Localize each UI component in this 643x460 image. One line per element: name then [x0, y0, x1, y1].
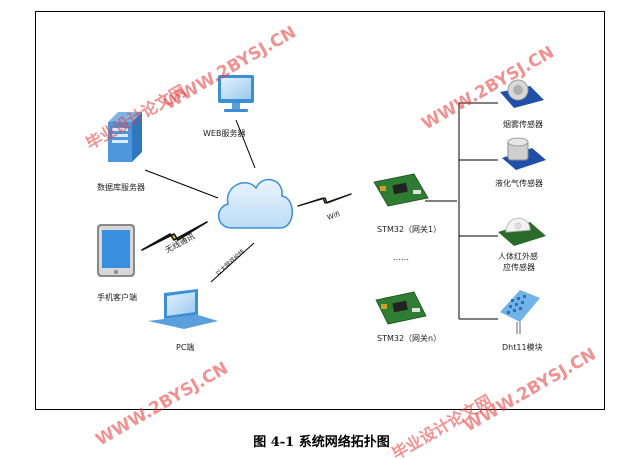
web-server-label: WEB服务器: [203, 128, 245, 138]
stm32-board-1-icon: [373, 173, 429, 207]
lpg-sensor-label: 液化气传感器: [495, 178, 543, 188]
database-server-icon: [108, 112, 142, 162]
web-server-monitor-icon: [218, 75, 254, 112]
dht11-sensor-icon: [500, 290, 540, 334]
line-ethernet: [210, 242, 255, 283]
dht11-label: Dht11模块: [502, 342, 543, 352]
stm32-board-n-icon: [375, 291, 427, 325]
gateway-1-label: STM32（网关1）: [377, 224, 441, 234]
smoke-sensor-label: 烟雾传感器: [503, 119, 543, 129]
wifi-link-label: Wifi: [326, 210, 341, 222]
smartphone-icon: [97, 224, 135, 277]
ethernet-link-label: 以太网双绞线: [214, 247, 246, 277]
watermark-site-4: WWW.2BYSJ.CN: [461, 344, 600, 436]
gateway-ellipsis: ……: [393, 253, 409, 262]
line-db-cloud: [144, 169, 219, 199]
wifi-lightning-icon: [297, 193, 352, 207]
mobile-client-label: 手机客户端: [97, 292, 137, 302]
lpg-sensor-icon: [502, 137, 546, 170]
pir-sensor-icon: [498, 217, 546, 246]
pir-sensor-label-line1: 人体红外感: [498, 251, 538, 261]
pc-client-label: PC端: [176, 342, 194, 352]
line-web-cloud: [235, 119, 256, 169]
connections: [144, 102, 498, 320]
laptop-icon: [148, 289, 218, 329]
db-server-label: 数据库服务器: [97, 182, 145, 192]
wireless-lightning-icon: [141, 221, 208, 251]
gateway-n-label: STM32（网关n）: [377, 333, 441, 343]
internet-cloud-icon: [218, 178, 293, 229]
figure-caption: 图 4-1 系统网络拓扑图: [253, 435, 390, 450]
diagram-frame: [35, 11, 605, 410]
pir-sensor-label-line2: 应传感器: [503, 262, 535, 272]
smoke-sensor-icon: [500, 79, 544, 108]
